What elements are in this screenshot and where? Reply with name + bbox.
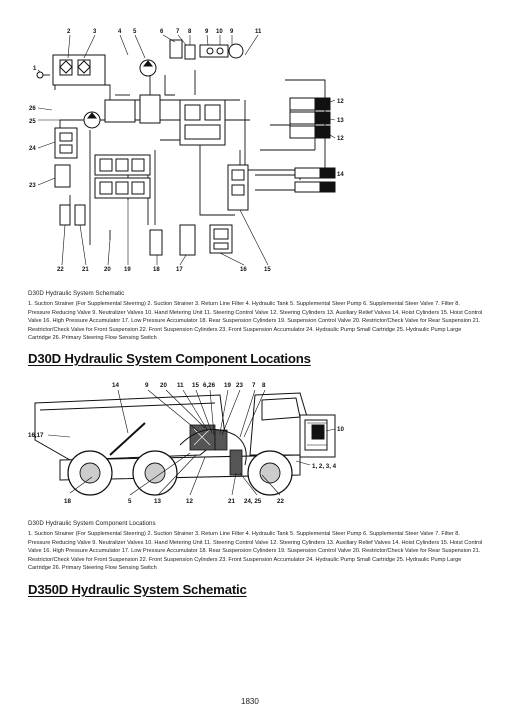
truck-label-5: 5 (128, 498, 132, 505)
schematic-label-22: 22 (57, 267, 64, 273)
schematic-label-3: 3 (93, 29, 97, 35)
schematic-label-6: 6 (160, 29, 164, 35)
truck-label-8: 8 (262, 382, 266, 389)
truck-label-6-26: 6,26 (203, 382, 216, 389)
schematic-label-8: 8 (188, 29, 192, 35)
hydraulic-schematic-diagram: 2 3 4 5 6 7 8 9 10 9 11 1 26 25 24 23 12… (29, 29, 344, 273)
schematic-label-9: 9 (205, 29, 209, 35)
schematic-label-5: 5 (133, 29, 137, 35)
truck-label-23: 23 (236, 382, 243, 389)
schematic-label-9b: 9 (230, 29, 234, 35)
truck-label-18: 18 (64, 498, 71, 505)
locations-caption-title: D30D Hydraulic System Component Location… (28, 520, 156, 527)
truck-label-20: 20 (160, 382, 167, 389)
schematic-label-16: 16 (240, 267, 247, 273)
schematic-label-21: 21 (82, 267, 89, 273)
schematic-label-26: 26 (29, 106, 36, 112)
truck-label-19: 19 (224, 382, 231, 389)
schematic-label-1: 1 (33, 66, 37, 72)
locations-caption-body: 1. Suction Strainer (For Supplemental St… (28, 531, 483, 572)
schematic-label-24: 24 (29, 146, 36, 152)
truck-label-13: 13 (154, 498, 161, 505)
truck-label-7: 7 (252, 382, 256, 389)
page-number: 1830 (241, 697, 259, 706)
truck-label-22: 22 (277, 498, 284, 505)
schematic-label-4: 4 (118, 29, 122, 35)
truck-label-14: 14 (112, 382, 119, 389)
section-heading-component-locations: D30D Hydraulic System Component Location… (28, 351, 311, 366)
schematic-caption-title: D30D Hydraulic System Schematic (28, 290, 125, 297)
truck-label-21: 21 (228, 498, 235, 505)
truck-label-1-2-3-4: 1, 2, 3, 4 (312, 463, 337, 470)
schematic-label-15: 15 (264, 267, 271, 273)
schematic-label-18: 18 (153, 267, 160, 273)
truck-component-locations-diagram: 14 9 20 11 15 6,26 19 23 7 8 16,17 10 1,… (28, 382, 344, 505)
schematic-label-10: 10 (216, 29, 223, 35)
schematic-label-2: 2 (67, 29, 71, 35)
section-heading-d350d-schematic: D350D Hydraulic System Schematic (28, 582, 247, 597)
truck-label-9: 9 (145, 382, 149, 389)
schematic-label-7: 7 (176, 29, 180, 35)
schematic-label-14: 14 (337, 172, 344, 178)
schematic-label-12b: 12 (337, 136, 344, 142)
schematic-label-17: 17 (176, 267, 183, 273)
truck-label-11: 11 (177, 382, 184, 389)
schematic-label-11: 11 (255, 29, 262, 35)
truck-label-15: 15 (192, 382, 199, 389)
schematic-caption-body: 1. Suction Strainer (For Supplemental St… (28, 301, 483, 342)
schematic-label-19: 19 (124, 267, 131, 273)
schematic-label-20: 20 (104, 267, 111, 273)
schematic-label-12: 12 (337, 99, 344, 105)
truck-label-12: 12 (186, 498, 193, 505)
truck-label-16-17: 16,17 (28, 432, 44, 439)
truck-label-10: 10 (337, 426, 344, 433)
schematic-label-13: 13 (337, 118, 344, 124)
schematic-label-25: 25 (29, 119, 36, 125)
truck-label-24-25: 24, 25 (244, 498, 262, 505)
schematic-label-23: 23 (29, 183, 36, 189)
